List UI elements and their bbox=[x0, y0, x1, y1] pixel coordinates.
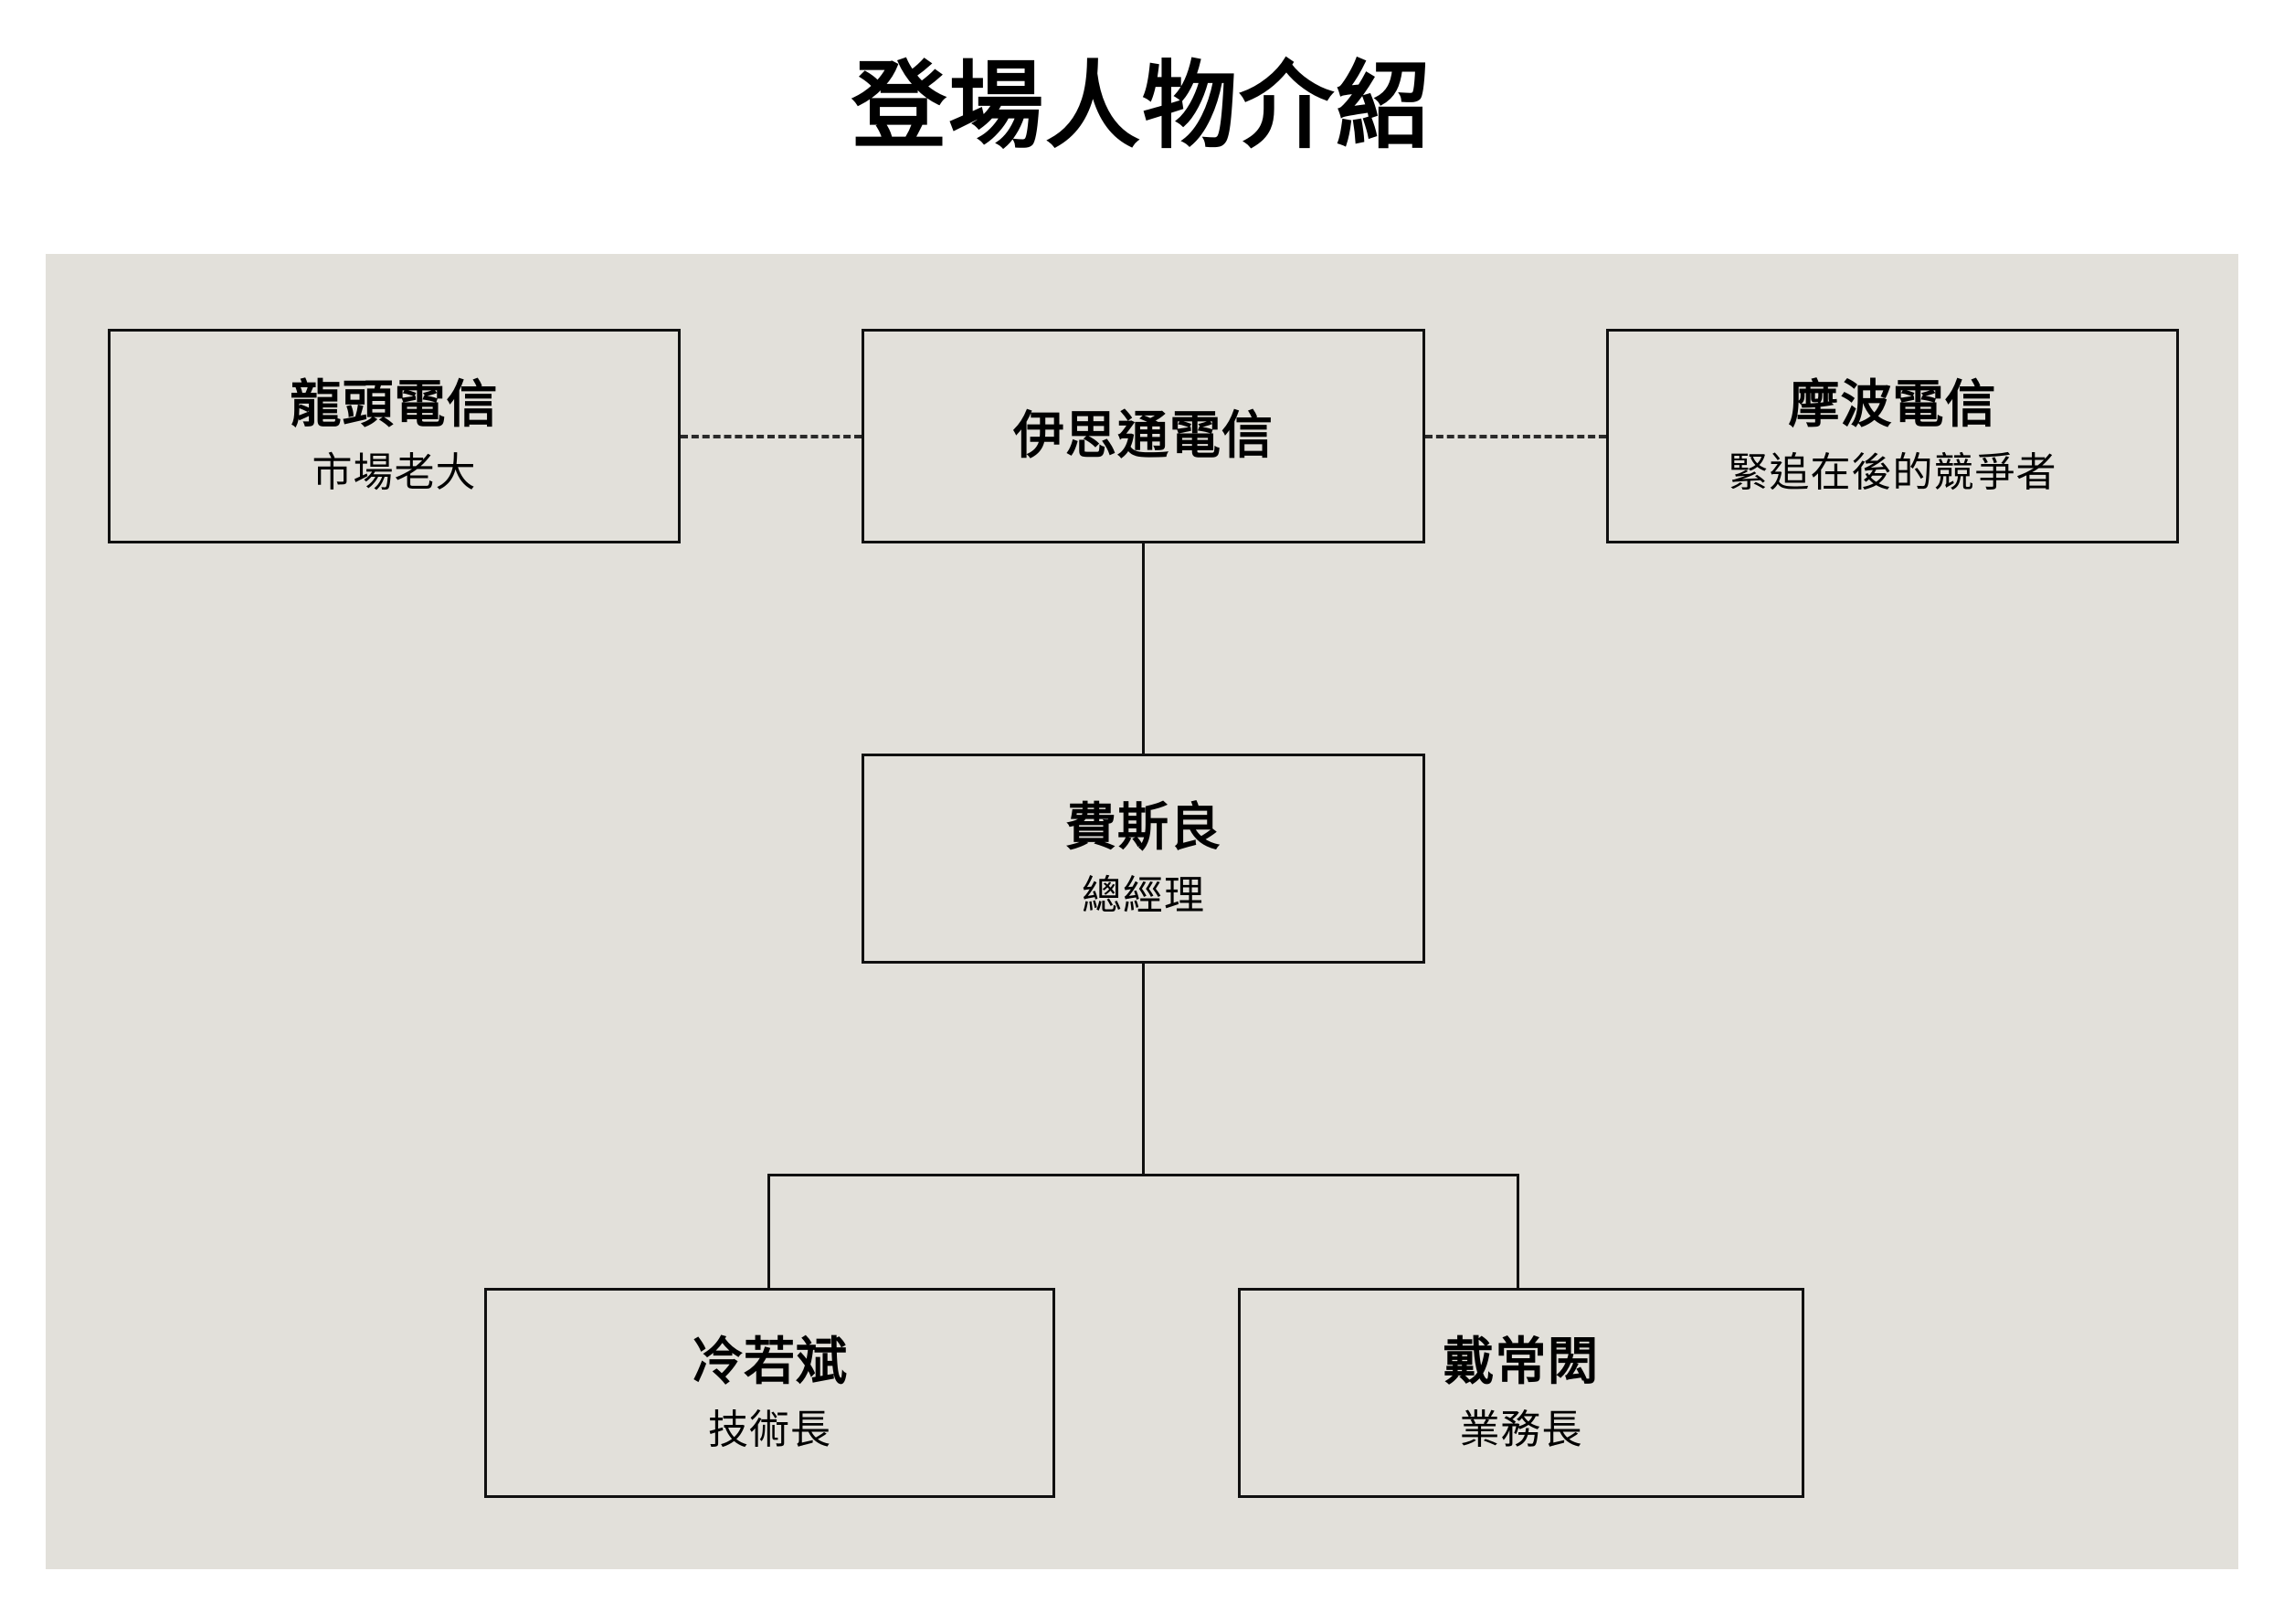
node-mobo-telecom-name: 摩波電信 bbox=[1788, 375, 1997, 434]
node-cto-role: 技術長 bbox=[708, 1407, 831, 1452]
node-general-manager-role: 總經理 bbox=[1082, 872, 1205, 918]
node-cso-role: 業務長 bbox=[1459, 1407, 1583, 1452]
node-cto[interactable]: 冷若斌 技術長 bbox=[484, 1288, 1055, 1498]
node-istong-telecom[interactable]: 伊思通電信 bbox=[862, 329, 1425, 543]
page-title: 登場人物介紹 bbox=[851, 54, 1433, 160]
connector-bracket-to-cto bbox=[767, 1174, 770, 1288]
connector-gm-bracket bbox=[767, 1174, 1519, 1176]
node-mobo-telecom[interactable]: 摩波電信 緊追在後的競爭者 bbox=[1606, 329, 2179, 543]
node-leader-telecom[interactable]: 龍頭電信 市場老大 bbox=[108, 329, 681, 543]
node-leader-telecom-name: 龍頭電信 bbox=[290, 375, 499, 434]
node-leader-telecom-role: 市場老大 bbox=[312, 450, 477, 496]
node-cto-name: 冷若斌 bbox=[692, 1332, 848, 1390]
connector-gm-stem bbox=[1142, 964, 1145, 1174]
node-cso-name: 戴常閎 bbox=[1443, 1332, 1600, 1390]
connector-center-to-gm bbox=[1142, 543, 1145, 754]
connector-center-to-rival bbox=[1425, 435, 1606, 438]
node-cso[interactable]: 戴常閎 業務長 bbox=[1238, 1288, 1804, 1498]
node-general-manager[interactable]: 費斯良 總經理 bbox=[862, 754, 1425, 964]
node-istong-telecom-name: 伊思通電信 bbox=[1013, 406, 1274, 465]
org-chart-panel: 龍頭電信 市場老大 伊思通電信 摩波電信 緊追在後的競爭者 費斯良 總經理 冷若… bbox=[46, 254, 2238, 1569]
node-general-manager-name: 費斯良 bbox=[1065, 797, 1221, 856]
node-mobo-telecom-role: 緊追在後的競爭者 bbox=[1728, 450, 2057, 496]
connector-bracket-to-cso bbox=[1517, 1174, 1519, 1288]
connector-leader-to-center bbox=[681, 435, 862, 438]
